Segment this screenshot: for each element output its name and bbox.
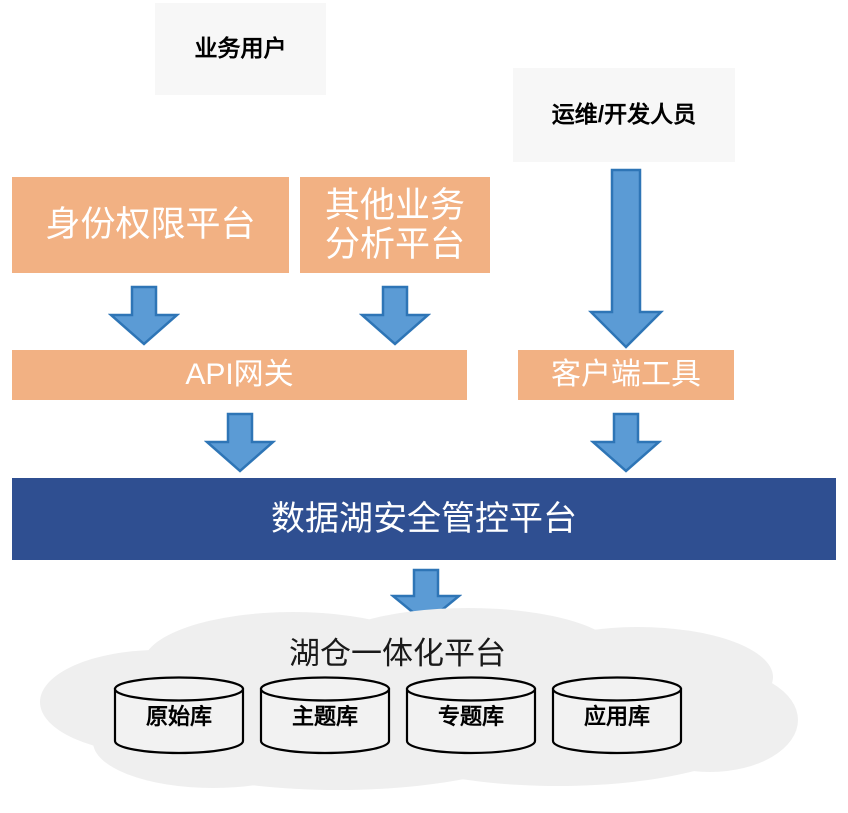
platform-box-other-business-analysis: 其他业务 分析平台 xyxy=(300,177,490,273)
core-label-data-lake-security-platform: 数据湖安全管控平台 xyxy=(271,499,577,538)
arrow-client-tool-to-core xyxy=(590,412,662,474)
platform-box-identity: 身份权限平台 xyxy=(12,177,289,273)
arrow-identity-to-gateway xyxy=(108,285,180,347)
platform-label-identity: 身份权限平台 xyxy=(45,205,256,245)
core-bar-data-lake-security-platform: 数据湖安全管控平台 xyxy=(12,478,836,560)
arrow-gateway-to-core xyxy=(204,412,276,474)
arrow-otherbiz-to-gateway xyxy=(359,285,431,347)
database-cylinder-subject-db: 专题库 xyxy=(404,675,538,755)
platform-label-line-1: 其他业务 xyxy=(324,185,465,225)
actor-label-business-user: 业务用户 xyxy=(194,35,287,62)
actor-box-devops-user: 运维/开发人员 xyxy=(513,68,735,162)
actor-box-business-user: 业务用户 xyxy=(155,3,326,95)
database-cylinder-theme-db: 主题库 xyxy=(258,675,392,755)
cloud-title-label: 湖仓一体化平台 xyxy=(289,635,506,671)
cloud-title-lakehouse-platform: 湖仓一体化平台 xyxy=(255,627,540,673)
access-label-api-gateway: API网关 xyxy=(185,358,294,392)
database-cylinder-app-db: 应用库 xyxy=(550,675,684,755)
access-box-api-gateway: API网关 xyxy=(12,350,467,400)
access-label-client-tool: 客户端工具 xyxy=(551,358,701,392)
arrow-devops-to-client-tool xyxy=(588,168,664,350)
access-box-client-tool: 客户端工具 xyxy=(518,350,734,400)
platform-label-line-2: 分析平台 xyxy=(324,225,465,264)
actor-label-devops-user: 运维/开发人员 xyxy=(551,101,697,128)
database-cylinder-raw-db: 原始库 xyxy=(112,675,246,755)
platform-label-other-business-analysis: 其他业务 分析平台 xyxy=(325,186,465,264)
